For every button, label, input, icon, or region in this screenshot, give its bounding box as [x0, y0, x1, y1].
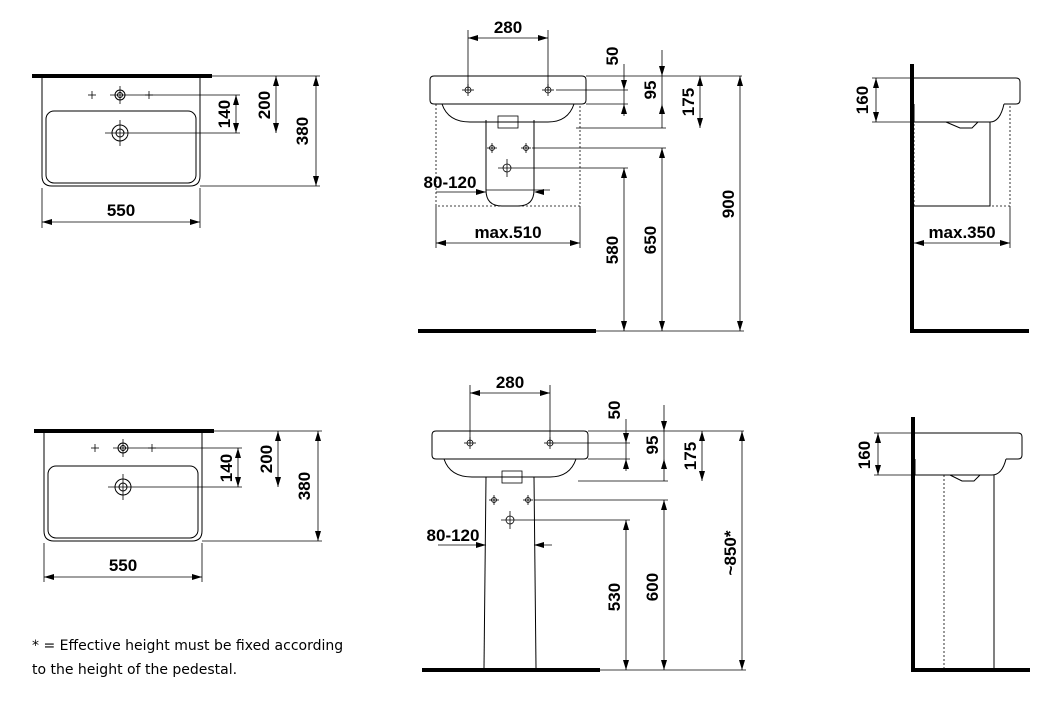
dim-850: ~850* — [721, 530, 740, 575]
dim-650: 650 — [641, 226, 660, 254]
plan-view-wall — [32, 74, 320, 228]
dim-side-160-b: 160 — [855, 441, 874, 469]
footnote-line-1: * = Effective height must be fixed accor… — [32, 638, 344, 654]
dim-175: 175 — [679, 88, 698, 116]
dim-50: 50 — [603, 47, 622, 66]
dim-175-b: 175 — [681, 442, 700, 470]
dim-max-width: max.510 — [474, 223, 541, 242]
dim-siphon-range-b: 80-120 — [427, 526, 480, 545]
dim-95-b: 95 — [643, 436, 662, 455]
dim-580: 580 — [603, 236, 622, 264]
footnote-line-2: to the height of the pedestal. — [32, 662, 238, 678]
dim-tap-spacing-280-b: 280 — [496, 373, 524, 392]
side-view-pedestal — [874, 417, 1030, 672]
dim-width-550-b: 550 — [109, 556, 137, 575]
dim-tap-drain-140: 140 — [215, 100, 234, 128]
front-view-pedestal — [422, 385, 746, 672]
dim-depth-380-b: 380 — [295, 472, 314, 500]
drain-icon — [108, 474, 138, 500]
dim-side-160: 160 — [853, 86, 872, 114]
dim-tap-back-200: 200 — [255, 91, 274, 119]
dim-900: 900 — [719, 190, 738, 218]
dim-depth-380: 380 — [293, 117, 312, 145]
dim-max-depth: max.350 — [928, 223, 995, 242]
dim-width-550: 550 — [107, 201, 135, 220]
dim-600: 600 — [643, 573, 662, 601]
dim-tap-spacing-280: 280 — [494, 18, 522, 37]
dim-50-b: 50 — [605, 401, 624, 420]
footnote: * = Effective height must be fixed accor… — [32, 634, 352, 682]
tap-hole-icon — [113, 439, 133, 457]
side-view-wall — [872, 64, 1029, 333]
dim-95: 95 — [641, 81, 660, 100]
dim-siphon-range: 80-120 — [424, 173, 477, 192]
plan-view-pedestal — [34, 429, 322, 582]
dim-tap-back-200-b: 200 — [257, 445, 276, 473]
front-view-wall — [418, 30, 744, 333]
drain-icon — [105, 120, 135, 146]
dim-530: 530 — [605, 583, 624, 611]
dim-tap-drain-140-b: 140 — [217, 454, 236, 482]
tap-hole-icon — [110, 86, 130, 104]
